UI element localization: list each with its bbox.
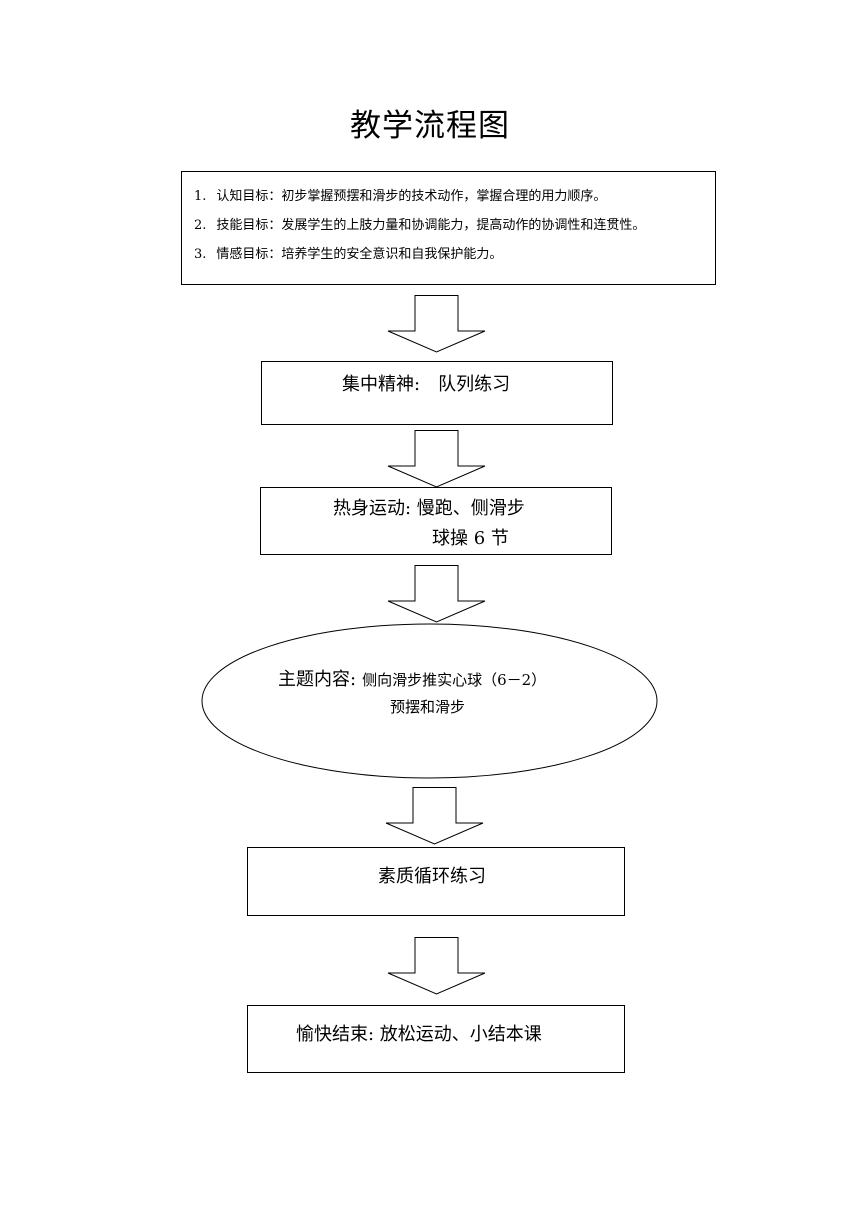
objective-item: 3. 情感目标：培养学生的安全意识和自我保护能力。 [194,240,715,269]
objective-number: 3. [194,247,207,262]
objective-number: 1. [194,189,207,204]
page-title: 教学流程图 [350,108,510,144]
objective-item: 1. 认知目标：初步掌握预摆和滑步的技术动作，掌握合理的用力顺序。 [194,182,715,211]
fitness-step-box: 素质循环练习 [247,847,625,916]
ending-step-text: 愉快结束: 放松运动、小结本课 [296,1024,542,1045]
down-arrow-icon [387,937,486,995]
objectives-box: 1. 认知目标：初步掌握预摆和滑步的技术动作，掌握合理的用力顺序。 2. 技能目标：… [181,171,716,285]
down-arrow-icon [387,430,486,488]
focus-step-text: 集中精神: 队列练习 [342,374,511,395]
main-content-lead: 主题内容: [278,669,357,690]
warmup-step-box: 热身运动: 慢跑、侧滑步 球操 6 节 [260,487,612,555]
main-content-topic: 侧向滑步推实心球（6－2） [362,671,547,689]
main-content-line2: 预摆和滑步 [390,698,466,716]
objective-text: 技能目标：发展学生的上肢力量和协调能力，提高动作的协调性和连贯性。 [216,218,646,233]
down-arrow-icon [387,565,486,623]
focus-step-box: 集中精神: 队列练习 [261,361,613,425]
objective-item: 2. 技能目标：发展学生的上肢力量和协调能力，提高动作的协调性和连贯性。 [194,211,715,240]
oval-shape [201,623,658,779]
fitness-step-text: 素质循环练习 [378,866,486,887]
down-arrow-icon [385,787,484,845]
main-content-oval: 主题内容: 侧向滑步推实心球（6－2） 预摆和滑步 [201,623,658,779]
main-content-line1: 主题内容: 侧向滑步推实心球（6－2） [278,665,546,691]
warmup-text-line1: 热身运动: 慢跑、侧滑步 [333,498,525,519]
ending-step-box: 愉快结束: 放松运动、小结本课 [247,1005,625,1073]
objective-text: 认知目标：初步掌握预摆和滑步的技术动作，掌握合理的用力顺序。 [216,189,607,204]
objective-number: 2. [194,218,207,233]
down-arrow-icon [387,295,486,353]
objective-text: 情感目标：培养学生的安全意识和自我保护能力。 [216,247,503,262]
warmup-text-line2: 球操 6 节 [432,528,509,549]
